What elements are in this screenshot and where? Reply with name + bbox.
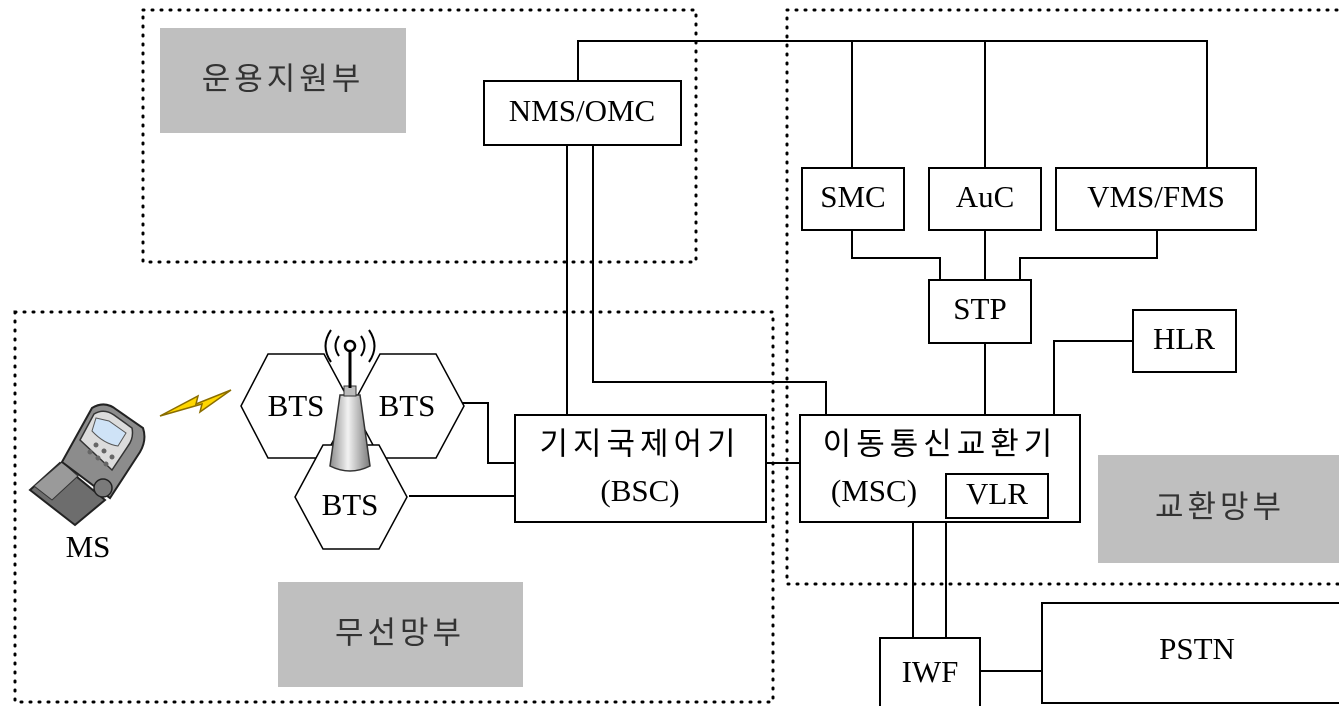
- mobile-phone-icon: [28, 403, 146, 527]
- wireless-zone-label-bg: [278, 582, 523, 687]
- bsc-label-korean: 기지국제어기: [539, 427, 740, 463]
- smc-box: [801, 167, 905, 231]
- auc-box: [928, 167, 1042, 231]
- bts-bottom-label: BTS: [322, 487, 379, 522]
- switching-area-boundary: [785, 8, 1339, 586]
- hlr-to-msc-line: [1053, 340, 1133, 415]
- msc-label-english: (MSC): [831, 473, 917, 508]
- vlr-label: VLR: [966, 476, 1028, 511]
- vms-to-stp-line: [1019, 230, 1158, 280]
- auc-label: AuC: [956, 179, 1015, 214]
- bts-right-label: BTS: [379, 388, 436, 423]
- bts-cluster: BTS BTS BTS: [240, 329, 465, 550]
- smc-to-stp-line: [851, 230, 941, 280]
- antenna-tower-icon: [324, 329, 376, 472]
- connection-lines: [409, 40, 1208, 672]
- iwf-label: IWF: [902, 654, 959, 689]
- omc-to-msc-line: [592, 145, 827, 415]
- lightning-bolt-icon: [159, 389, 232, 417]
- hlr-label: HLR: [1153, 321, 1215, 356]
- vms-fms-label: VMS/FMS: [1087, 179, 1225, 214]
- wireless-zone-label: 무선망부: [335, 616, 465, 652]
- stp-label: STP: [953, 291, 1006, 326]
- pstn-box: [1041, 602, 1339, 704]
- pstn-label: PSTN: [1159, 631, 1235, 666]
- stp-box: [928, 279, 1032, 344]
- bsc-label-english: (BSC): [600, 473, 679, 508]
- msc-label-korean: 이동통신교환기: [823, 427, 1058, 463]
- switching-zone-label-bg: [1098, 455, 1339, 563]
- operation-zone-label: 운용지원부: [202, 62, 365, 98]
- bts-right-to-bsc-line: [462, 402, 515, 464]
- bts-bottom-cell: [294, 444, 408, 550]
- top-bus-line: [577, 40, 1208, 168]
- nms-omc-box: [483, 80, 682, 146]
- bts-left-label: BTS: [268, 388, 325, 423]
- vms-fms-box: [1055, 167, 1257, 231]
- ms-label: MS: [66, 529, 111, 564]
- wireless-area-boundary: [13, 310, 775, 704]
- bsc-box: [514, 414, 767, 523]
- hlr-box: [1132, 309, 1237, 373]
- iwf-box: [879, 637, 981, 706]
- switching-zone-label: 교환망부: [1155, 490, 1285, 526]
- operation-area-boundary: [141, 8, 698, 264]
- vlr-box: [945, 473, 1049, 519]
- smc-label: SMC: [820, 179, 885, 214]
- nms-omc-label: NMS/OMC: [509, 93, 655, 128]
- operation-zone-label-bg: [160, 28, 406, 133]
